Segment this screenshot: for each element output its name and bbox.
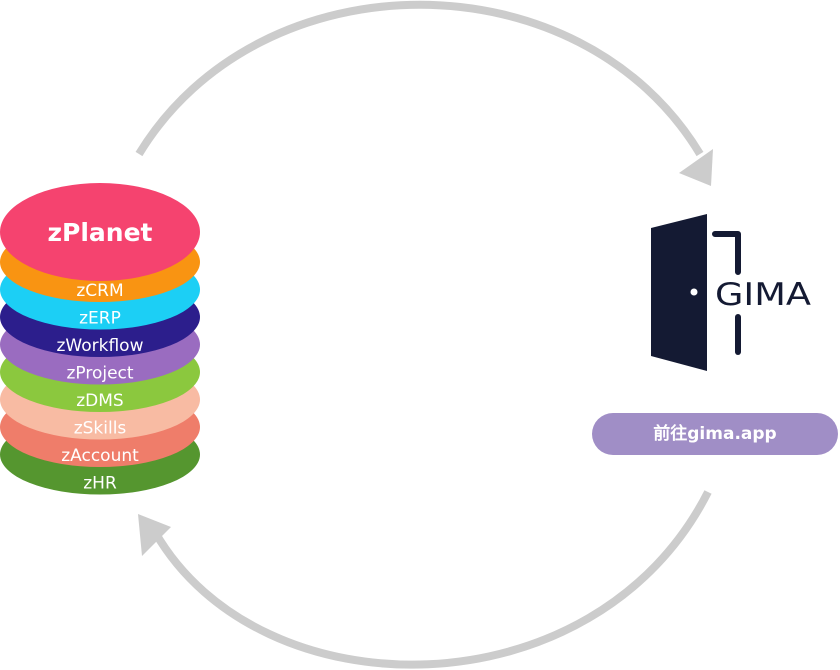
stack-layer-label: zAccount [61,446,139,466]
zplanet-label: zPlanet [47,218,152,247]
stack-layer-label: zWorkflow [57,336,144,356]
stack-layer-label: zERP [79,309,121,329]
bottom-arc [151,490,712,669]
door-panel-icon [651,214,707,371]
door-frame-top-icon [712,231,741,275]
zplanet-top-disc [0,183,200,281]
gima-wordmark: GIMA [715,277,811,313]
top-arrowhead [679,149,713,186]
stack-layer-label: zDMS [76,391,123,411]
bottom-arrowhead [138,514,171,556]
gima-logo: GIMA [651,214,811,371]
go-to-gima-button[interactable]: 前往gima.app [592,413,838,455]
door-knob-icon [690,288,698,296]
stack-layer-label: zCRM [76,281,123,301]
zplanet-stack: zPlanet zCRM zERP zWorkflow zProject zDMS zSki… [0,183,200,495]
stack-layer-label: zHR [83,474,117,494]
bottom-cycle-arrow [138,490,712,669]
top-cycle-arrow [135,0,713,186]
stack-layer-label: zSkills [74,419,127,439]
stack-layer-label: zProject [66,364,133,384]
top-arc [135,0,704,157]
